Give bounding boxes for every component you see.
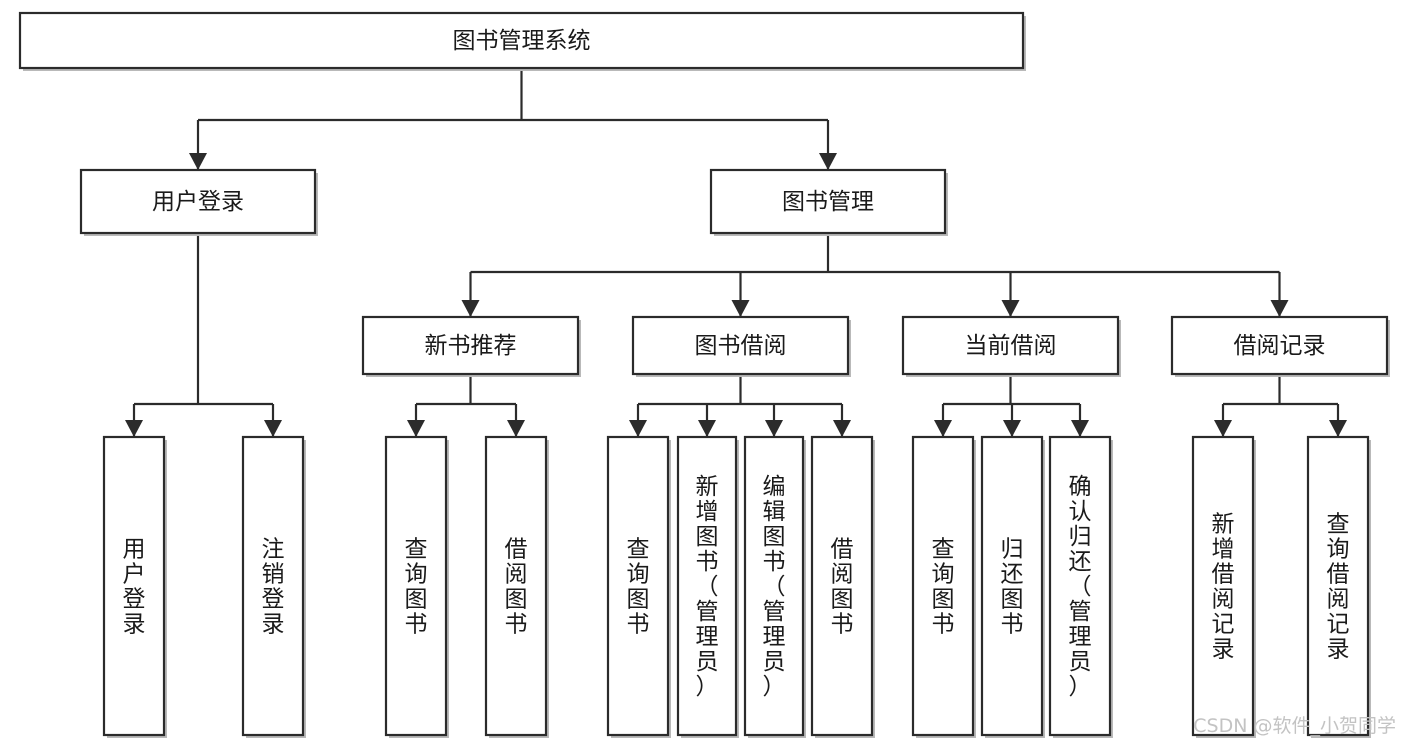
arrow-head-icon xyxy=(1329,420,1347,437)
node-label: 查询图书 xyxy=(932,537,955,638)
node-box[interactable] xyxy=(1170,315,1389,376)
arrow-head-icon xyxy=(507,420,525,437)
node-leaf-user-login[interactable]: 用户登录 xyxy=(102,435,167,738)
node-box[interactable] xyxy=(241,435,305,737)
node-label: 图书借阅 xyxy=(695,333,787,359)
node-leaf-logout[interactable]: 注销登录 xyxy=(241,435,306,738)
arrow-head-icon xyxy=(461,300,480,317)
arrow-head-icon xyxy=(264,420,282,437)
node-leaf-query-book-1[interactable]: 查询图书 xyxy=(384,435,449,738)
connectors-layer xyxy=(125,68,1347,437)
csdn-watermark: CSDN @软件_小贺同学 xyxy=(1193,715,1396,737)
node-leaf-borrow-book-1[interactable]: 借阅图书 xyxy=(484,435,549,738)
arrow-head-icon xyxy=(765,420,783,437)
node-leaf-confirm-return[interactable]: 确认归还（管理员） xyxy=(1048,435,1113,738)
node-label: 新增图书（管理员） xyxy=(696,474,719,700)
node-box[interactable] xyxy=(606,435,670,737)
node-label: 查询借阅记录 xyxy=(1327,512,1350,663)
node-box[interactable] xyxy=(384,435,448,737)
node-leaf-edit-book[interactable]: 编辑图书（管理员） xyxy=(743,435,806,738)
node-label: 注销登录 xyxy=(262,537,285,638)
node-box[interactable] xyxy=(1191,435,1255,737)
node-leaf-query-record[interactable]: 查询借阅记录 xyxy=(1306,435,1371,738)
node-label: 借阅图书 xyxy=(505,537,528,638)
arrow-head-icon xyxy=(1003,420,1021,437)
node-label: 查询图书 xyxy=(627,537,650,638)
node-box[interactable] xyxy=(810,435,874,737)
node-leaf-query-book-2[interactable]: 查询图书 xyxy=(606,435,671,738)
node-leaf-add-book[interactable]: 新增图书（管理员） xyxy=(676,435,739,738)
arrow-head-icon xyxy=(1001,300,1020,317)
node-label: 新增借阅记录 xyxy=(1212,512,1235,663)
arrow-head-icon xyxy=(1214,420,1232,437)
node-leaf-add-record[interactable]: 新增借阅记录 xyxy=(1191,435,1256,738)
node-box[interactable] xyxy=(743,435,805,737)
node-current-borrow[interactable]: 当前借阅 xyxy=(901,315,1121,377)
arrow-head-icon xyxy=(934,420,952,437)
node-box[interactable] xyxy=(1306,435,1370,737)
node-user-login[interactable]: 用户登录 xyxy=(79,168,318,236)
node-box[interactable] xyxy=(79,168,317,235)
node-box[interactable] xyxy=(1048,435,1112,737)
node-box[interactable] xyxy=(911,435,975,737)
node-label: 图书管理 xyxy=(782,189,874,215)
node-label: 用户登录 xyxy=(152,189,244,215)
node-leaf-borrow-book-2[interactable]: 借阅图书 xyxy=(810,435,875,738)
arrow-head-icon xyxy=(407,420,425,437)
arrow-head-icon xyxy=(698,420,716,437)
node-box[interactable] xyxy=(484,435,548,737)
arrow-head-icon xyxy=(819,153,837,170)
node-leaf-return-book[interactable]: 归还图书 xyxy=(980,435,1045,738)
node-box[interactable] xyxy=(631,315,850,376)
node-box[interactable] xyxy=(901,315,1120,376)
node-box[interactable] xyxy=(361,315,580,376)
node-label: 确认归还（管理员） xyxy=(1069,474,1092,700)
node-borrow-record[interactable]: 借阅记录 xyxy=(1170,315,1390,377)
node-box[interactable] xyxy=(18,11,1025,70)
node-book-management[interactable]: 图书管理 xyxy=(709,168,948,236)
arrow-head-icon xyxy=(1270,300,1289,317)
node-box[interactable] xyxy=(676,435,738,737)
nodes-layer: 图书管理系统用户登录图书管理新书推荐图书借阅当前借阅借阅记录用户登录注销登录查询… xyxy=(18,11,1390,738)
node-label: 编辑图书（管理员） xyxy=(763,474,786,700)
node-label: 借阅记录 xyxy=(1234,333,1326,359)
arrow-head-icon xyxy=(833,420,851,437)
node-root[interactable]: 图书管理系统 xyxy=(18,11,1026,71)
node-box[interactable] xyxy=(102,435,166,737)
node-box[interactable] xyxy=(980,435,1044,737)
node-box[interactable] xyxy=(709,168,947,235)
node-leaf-query-book-3[interactable]: 查询图书 xyxy=(911,435,976,738)
node-label: 归还图书 xyxy=(1001,537,1024,638)
node-new-book-recommend[interactable]: 新书推荐 xyxy=(361,315,581,377)
arrow-head-icon xyxy=(731,300,750,317)
arrow-head-icon xyxy=(629,420,647,437)
node-label: 新书推荐 xyxy=(425,333,517,359)
node-label: 借阅图书 xyxy=(831,537,854,638)
arrow-head-icon xyxy=(189,153,207,170)
arrow-head-icon xyxy=(1071,420,1089,437)
node-label: 用户登录 xyxy=(123,537,146,638)
node-label: 图书管理系统 xyxy=(453,28,591,54)
node-label: 查询图书 xyxy=(405,537,428,638)
node-label: 当前借阅 xyxy=(965,333,1057,359)
arrow-head-icon xyxy=(125,420,143,437)
node-book-borrow[interactable]: 图书借阅 xyxy=(631,315,851,377)
